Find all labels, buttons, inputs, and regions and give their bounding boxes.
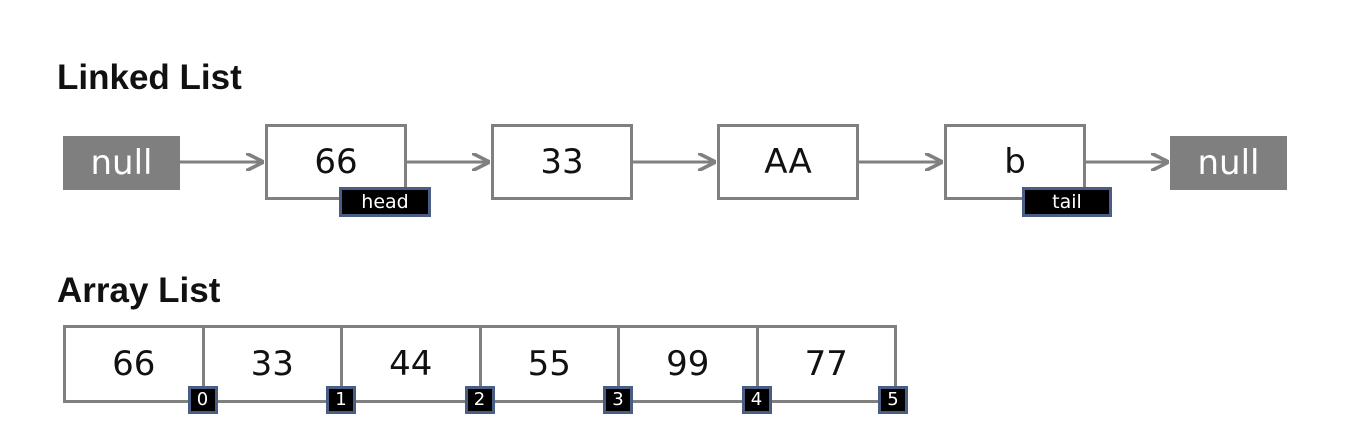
- null-right-box: null: [1170, 136, 1287, 190]
- array-cell-value: 33: [250, 344, 294, 384]
- array-index-badge: 2: [464, 386, 495, 414]
- null-left-box: null: [63, 136, 180, 190]
- array-cell: 66 0: [66, 328, 218, 414]
- linked-list-node-1: 66: [265, 124, 407, 200]
- array-cell: 33 1: [205, 328, 356, 414]
- array-index-badge: 4: [741, 386, 772, 414]
- array-cell-value: 77: [804, 344, 848, 384]
- array-list: 66 0 33 1 44 2 55 3 99 4 77 5: [63, 325, 908, 414]
- head-tag: head: [339, 187, 431, 217]
- array-index-badge: 5: [878, 386, 908, 414]
- linked-list-title: Linked List: [57, 58, 242, 97]
- node-value: 33: [540, 142, 584, 182]
- node-value: 66: [314, 142, 358, 182]
- node-value: b: [1004, 142, 1026, 182]
- array-index-badge: 3: [603, 386, 633, 414]
- array-cell: 55 3: [482, 328, 633, 414]
- array-index-badge: 0: [187, 386, 218, 414]
- linked-list-node-2: 33: [491, 124, 633, 200]
- array-cell: 99 4: [620, 328, 772, 414]
- array-cell-value: 44: [389, 344, 433, 384]
- array-cell-value: 99: [666, 344, 710, 384]
- array-cell-value: 66: [112, 344, 156, 384]
- tail-tag: tail: [1022, 187, 1112, 217]
- array-cell: 44 2: [343, 328, 495, 414]
- node-value: AA: [764, 142, 812, 182]
- array-cell-value: 55: [527, 344, 571, 384]
- array-list-title: Array List: [57, 271, 221, 310]
- linked-list-node-3: AA: [717, 124, 859, 200]
- array-index-badge: 1: [326, 386, 356, 414]
- array-cell: 77 5: [759, 328, 908, 414]
